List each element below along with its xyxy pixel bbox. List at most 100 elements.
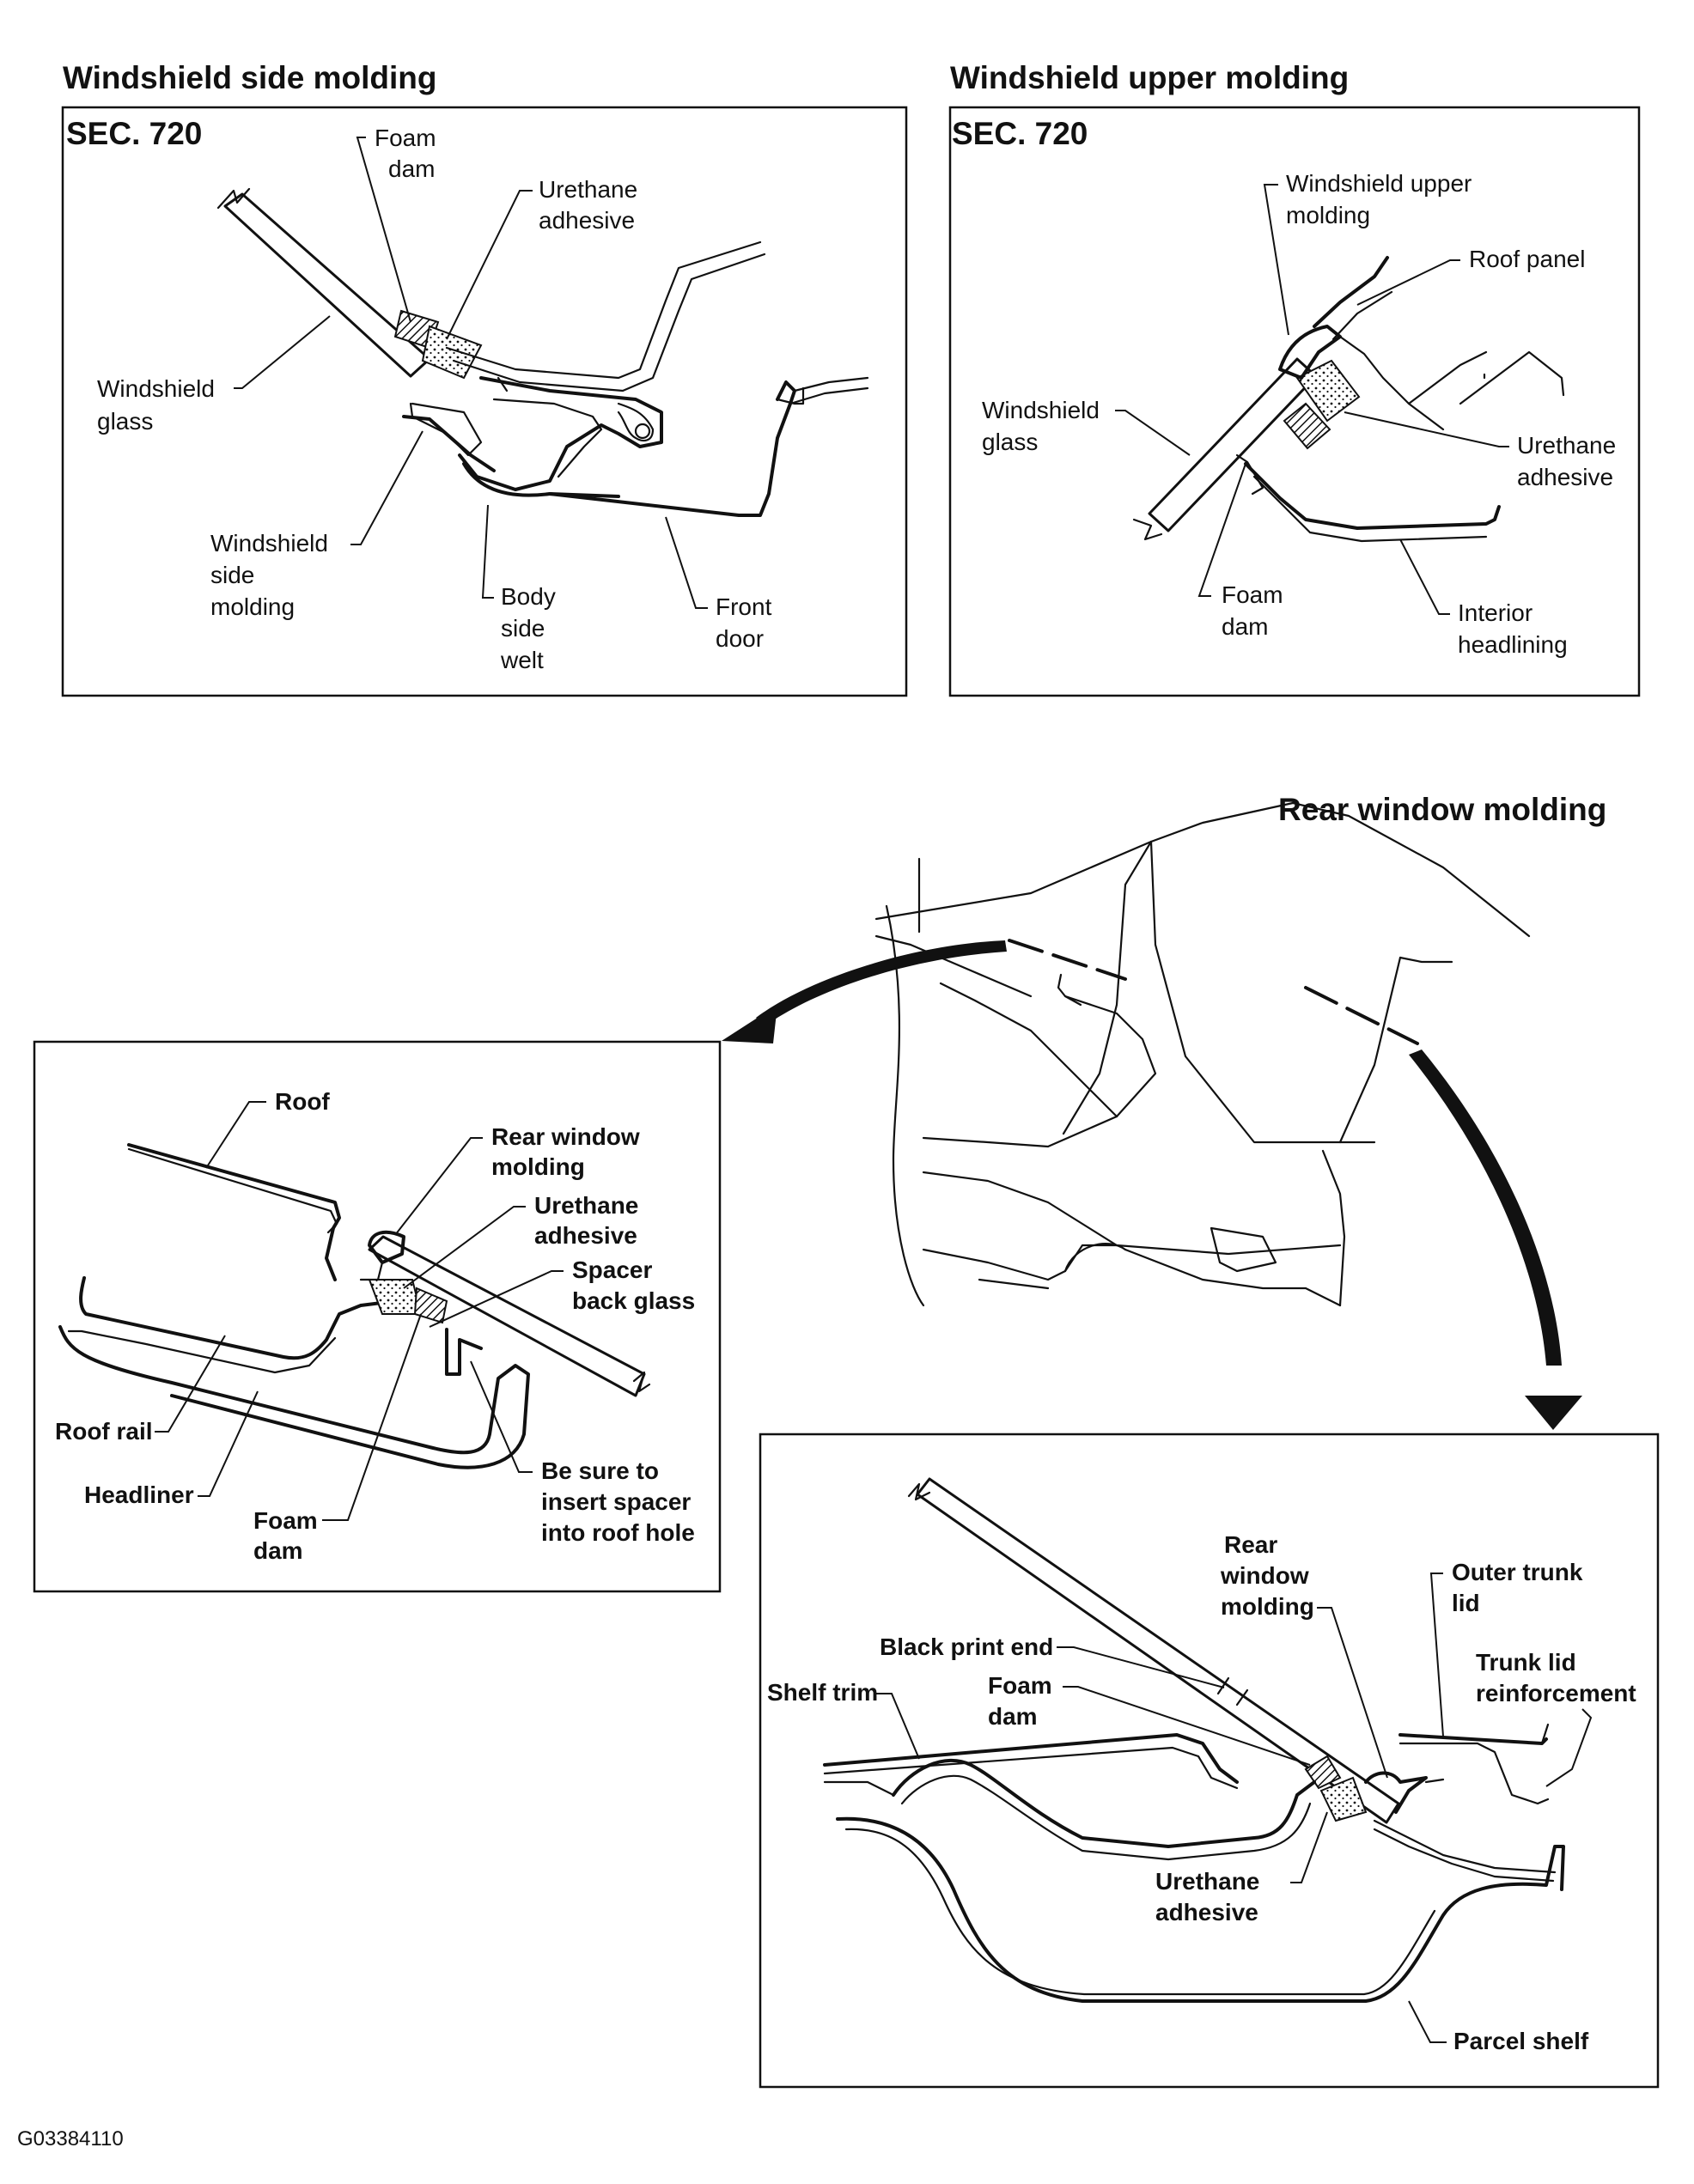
- panel-frame-upper: [948, 106, 1641, 697]
- label-trunk-lid-reinforcement: Trunk lid reinforcement: [1476, 1649, 1636, 1787]
- svg-text:Shelf trim: Shelf trim: [767, 1679, 878, 1706]
- svg-text:Urethane: Urethane: [1155, 1868, 1259, 1895]
- svg-text:into roof hole: into roof hole: [541, 1519, 695, 1546]
- label-windshield-glass-side: Windshield glass: [97, 315, 331, 435]
- svg-text:Foam: Foam: [375, 125, 436, 151]
- label-roof-panel: Roof panel: [1356, 246, 1585, 306]
- svg-text:window: window: [1220, 1562, 1309, 1589]
- label-windshield-upper-molding: Windshield upper molding: [1263, 170, 1472, 336]
- svg-text:Interior: Interior: [1458, 599, 1533, 626]
- label-roof: Roof: [205, 1088, 330, 1169]
- label-headliner: Headliner: [84, 1390, 259, 1508]
- panel-title-side: Windshield side molding: [63, 60, 436, 95]
- svg-text:Black print end: Black print end: [880, 1633, 1053, 1660]
- svg-text:Rear window: Rear window: [491, 1123, 640, 1150]
- label-black-print-end: Black print end: [880, 1633, 1225, 1688]
- svg-text:Spacer: Spacer: [572, 1256, 652, 1283]
- svg-text:Roof rail: Roof rail: [55, 1418, 153, 1445]
- sec-label-upper: SEC. 720: [952, 116, 1088, 151]
- car-rear-overview: [722, 801, 1582, 1430]
- label-urethane-rear-upper: Urethane adhesive: [403, 1192, 638, 1289]
- label-windshield-side-molding: Windshield side molding: [210, 430, 424, 620]
- svg-text:molding: molding: [1286, 202, 1370, 228]
- foam-dam-rear-upper: [413, 1287, 448, 1324]
- panel-windshield-side-molding: Windshield side molding SEC. 720: [61, 60, 908, 697]
- svg-text:back glass: back glass: [572, 1287, 695, 1314]
- svg-text:glass: glass: [982, 429, 1038, 455]
- panel-windshield-upper-molding: Windshield upper molding SEC. 720 Win: [948, 60, 1641, 697]
- svg-text:glass: glass: [97, 408, 153, 435]
- svg-text:Windshield: Windshield: [210, 530, 328, 557]
- panel-frame-rear-upper: [33, 1040, 722, 1593]
- panel-rear-window-lower: Rear window molding Outer trunk lid Blac…: [759, 1433, 1660, 2089]
- panel-frame-side: [61, 106, 908, 697]
- label-front-door: Front door: [665, 516, 772, 652]
- label-windshield-glass-upper: Windshield glass: [982, 397, 1191, 456]
- svg-text:Roof: Roof: [275, 1088, 330, 1115]
- label-insert-spacer-note: Be sure to insert spacer into roof hole: [470, 1360, 695, 1546]
- urethane-shape: [421, 325, 483, 380]
- svg-text:dam: dam: [988, 1703, 1038, 1730]
- svg-text:molding: molding: [210, 593, 295, 620]
- rear-lower-structure: [823, 1477, 1565, 2003]
- svg-text:dam: dam: [388, 155, 435, 182]
- svg-text:dam: dam: [253, 1537, 303, 1564]
- figure-code: G03384110: [17, 2127, 124, 2151]
- arrowhead-down: [1525, 1396, 1582, 1430]
- svg-text:Roof panel: Roof panel: [1469, 246, 1585, 272]
- urethane-rear-upper: [368, 1279, 423, 1315]
- svg-text:molding: molding: [491, 1153, 585, 1180]
- svg-text:Parcel shelf: Parcel shelf: [1453, 2028, 1589, 2054]
- svg-text:reinforcement: reinforcement: [1476, 1680, 1636, 1706]
- rear-window-title: Rear window molding: [1278, 792, 1606, 827]
- svg-text:adhesive: adhesive: [1517, 464, 1613, 490]
- label-interior-headlining: Interior headlining: [1399, 538, 1568, 658]
- label-spacer-back-glass: Spacer back glass: [429, 1256, 695, 1328]
- label-urethane-rear-lower: Urethane adhesive: [1155, 1811, 1328, 1925]
- svg-text:Outer trunk: Outer trunk: [1452, 1559, 1583, 1585]
- label-outer-trunk-lid: Outer trunk lid: [1429, 1559, 1583, 1737]
- svg-text:Body: Body: [501, 583, 556, 610]
- svg-text:Urethane: Urethane: [539, 176, 637, 203]
- svg-text:Windshield: Windshield: [982, 397, 1100, 423]
- body-structure-upper: [1235, 256, 1565, 543]
- svg-text:Urethane: Urethane: [1517, 432, 1616, 459]
- arrow-to-lower-detail: [1409, 1049, 1562, 1366]
- svg-text:adhesive: adhesive: [534, 1222, 637, 1249]
- svg-text:door: door: [716, 625, 764, 652]
- svg-text:Foam: Foam: [988, 1672, 1052, 1699]
- arrowhead-left: [722, 1005, 777, 1043]
- svg-text:insert spacer: insert spacer: [541, 1488, 691, 1515]
- label-rear-window-molding-lower: Rear window molding: [1220, 1531, 1388, 1779]
- foam-dam-upper: [1283, 402, 1331, 450]
- svg-text:welt: welt: [500, 647, 544, 673]
- label-shelf-trim: Shelf trim: [767, 1679, 920, 1760]
- panel-title-upper: Windshield upper molding: [950, 60, 1349, 95]
- label-parcel-shelf: Parcel shelf: [1408, 2000, 1589, 2054]
- label-body-side-welt: Body side welt: [481, 504, 556, 673]
- svg-text:Rear: Rear: [1224, 1531, 1277, 1558]
- svg-text:adhesive: adhesive: [539, 207, 635, 234]
- label-urethane-upper: Urethane adhesive: [1344, 411, 1616, 490]
- label-foam-dam-side: Foam dam: [356, 125, 436, 323]
- arrow-to-upper-detail: [756, 940, 1007, 1026]
- svg-text:headlining: headlining: [1458, 631, 1568, 658]
- svg-text:side: side: [210, 562, 254, 588]
- label-urethane-side: Urethane adhesive: [446, 176, 637, 340]
- windshield-glass-drawing: [216, 187, 431, 378]
- svg-text:side: side: [501, 615, 545, 642]
- sec-label-side: SEC. 720: [66, 116, 202, 151]
- svg-text:Windshield upper: Windshield upper: [1286, 170, 1472, 197]
- urethane-upper: [1295, 359, 1361, 423]
- svg-text:Headliner: Headliner: [84, 1481, 194, 1508]
- svg-text:Urethane: Urethane: [534, 1192, 638, 1219]
- body-structure-side: [402, 240, 869, 517]
- label-rear-window-molding-upper: Rear window molding: [394, 1123, 640, 1236]
- svg-text:Foam: Foam: [253, 1507, 318, 1534]
- svg-text:dam: dam: [1222, 613, 1268, 640]
- label-foam-dam-rear-lower: Foam dam: [988, 1672, 1311, 1766]
- svg-text:Foam: Foam: [1222, 581, 1283, 608]
- svg-text:Be sure to: Be sure to: [541, 1457, 659, 1484]
- panel-frame-rear-lower: [759, 1433, 1660, 2089]
